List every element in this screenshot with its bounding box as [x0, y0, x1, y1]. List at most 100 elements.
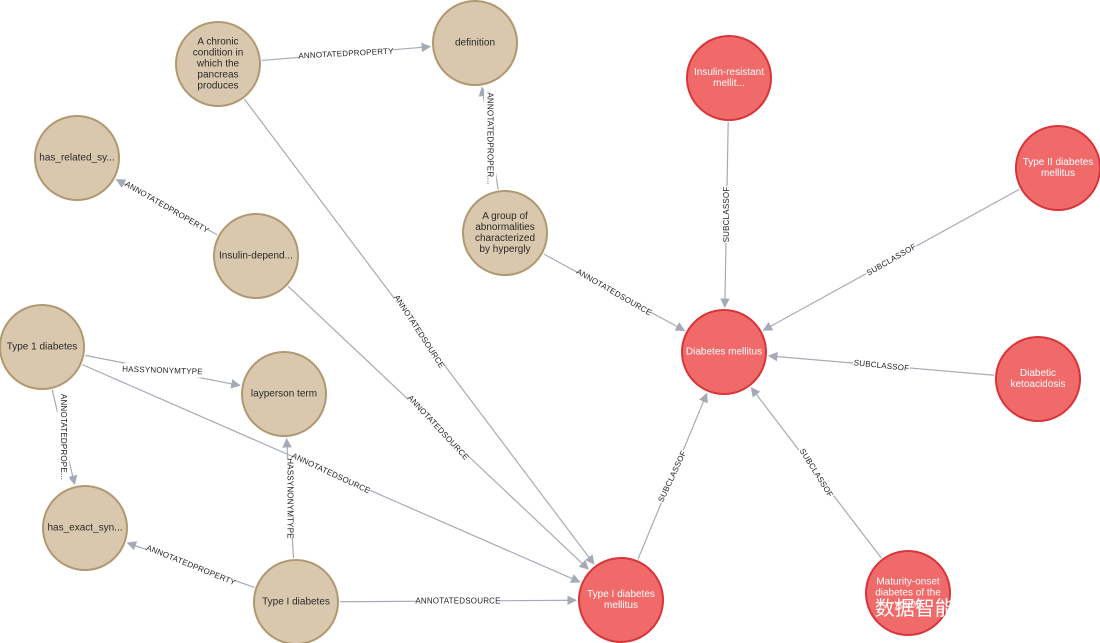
node-circle[interactable]	[462, 190, 548, 276]
node-circle[interactable]	[241, 351, 327, 437]
edge-label-background	[123, 363, 202, 378]
edge-e14[interactable]: SUBCLASSOF	[762, 188, 1020, 331]
edge-label: SUBCLASSOF	[798, 447, 835, 499]
edge-label: ANNOTATEDPROPE...	[59, 394, 68, 480]
edge-label-background	[720, 186, 733, 244]
node-label: by hypergly	[479, 244, 530, 255]
edges-layer: ANNOTATEDPROPERTY ANNOTATEDPROPER... ANNOT…	[51, 42, 1020, 608]
edge-label-group: ANNOTATEDSOURCE	[391, 293, 447, 370]
edge-label-group: ANNOTATEDSOURCE	[415, 595, 500, 608]
edge-label-group: SUBCLASSOF	[720, 186, 733, 244]
edge-e7[interactable]: ANNOTATEDPROPERTY	[126, 541, 255, 589]
edge-label-group: ANNOTATEDPROPERTY	[145, 542, 237, 589]
node-has-exact[interactable]: has_exact_syn...	[42, 485, 128, 571]
node-label: A chronic	[197, 37, 238, 48]
node-label: layperson term	[251, 389, 317, 400]
node-circle[interactable]	[42, 485, 128, 571]
node-label: has_related_sy...	[39, 153, 114, 164]
node-circle[interactable]	[432, 0, 518, 86]
node-circle[interactable]	[175, 21, 261, 107]
edge-e5[interactable]: ANNOTATEDPROPE...	[51, 389, 78, 486]
edge-label: ANNOTATEDPROPER...	[486, 92, 495, 184]
edge-e9[interactable]: ANNOTATEDSOURCE	[243, 98, 595, 565]
edge-label: HASSYNONYMTYPE	[122, 365, 203, 377]
edge-label-group: ANNOTATEDSOURCE	[290, 450, 372, 497]
edge-label: ANNOTATEDSOURCE	[575, 267, 653, 317]
edge-label-background	[391, 293, 447, 370]
node-diabetes-mellitus[interactable]: Diabetes mellitus	[681, 309, 767, 395]
edge-e17[interactable]: SUBCLASSOF	[750, 387, 882, 559]
edge-label-group: HASSYNONYMTYPE	[284, 458, 297, 539]
edge-label-background	[405, 393, 471, 462]
edge-label: ANNOTATEDPROPERTY	[145, 543, 237, 587]
node-label: Insulin-depend...	[219, 251, 293, 262]
node-typeI-diabetes[interactable]: Type I diabetes	[253, 559, 339, 643]
node-label: mellit...	[713, 78, 745, 89]
node-circle[interactable]	[0, 304, 85, 390]
node-insulin-dep[interactable]: Insulin-depend...	[213, 213, 299, 299]
node-layperson[interactable]: layperson term	[241, 351, 327, 437]
node-circle[interactable]	[995, 336, 1081, 422]
node-label: Type II diabetes	[1023, 157, 1094, 168]
node-label: mellitus	[1041, 168, 1075, 179]
node-circle[interactable]	[681, 309, 767, 395]
edge-label-background	[484, 89, 497, 188]
edge-e1[interactable]: ANNOTATEDPROPERTY	[261, 42, 432, 62]
edge-label-group: HASSYNONYMTYPE	[122, 363, 203, 378]
edge-e15[interactable]: SUBCLASSOF	[767, 351, 995, 376]
node-circle[interactable]	[1015, 125, 1100, 211]
node-has-related[interactable]: has_related_sy...	[34, 115, 120, 201]
node-label: characterized	[475, 233, 535, 244]
node-circle[interactable]	[253, 559, 339, 643]
node-label: young	[894, 599, 921, 610]
edge-label-background	[654, 448, 690, 505]
edge-label-group: SUBCLASSOF	[796, 445, 837, 501]
edge-label: SUBCLASSOF	[722, 187, 731, 243]
node-circle[interactable]	[686, 35, 772, 121]
node-circle[interactable]	[34, 115, 120, 201]
edge-label-group: ANNOTATEDPROPERTY	[123, 178, 211, 236]
edge-e4[interactable]: HASSYNONYMTYPE	[85, 354, 241, 389]
node-label: Type I diabetes	[262, 597, 330, 608]
node-label: Type I diabetes	[587, 589, 655, 600]
edge-e3[interactable]: ANNOTATEDPROPERTY	[115, 178, 218, 236]
edge-label-group: ANNOTATEDPROPE...	[57, 390, 70, 484]
edge-label: SUBCLASSOF	[656, 449, 688, 503]
node-circle[interactable]	[865, 550, 951, 636]
edge-label-background	[852, 356, 911, 375]
node-definition[interactable]: definition	[432, 0, 518, 86]
edge-label: HASSYNONYMTYPE	[286, 458, 295, 539]
node-label: pancreas	[197, 70, 238, 81]
edge-e2[interactable]: ANNOTATEDPROPER...	[478, 86, 499, 190]
node-label: Diabetic	[1020, 368, 1056, 379]
node-type1-diabetes[interactable]: Type 1 diabetes	[0, 304, 85, 390]
edge-label: ANNOTATEDPROPERTY	[123, 179, 211, 235]
node-label: Type 1 diabetes	[7, 342, 78, 353]
edge-e10[interactable]: ANNOTATEDSOURCE	[287, 285, 589, 570]
node-label: Maturity-onset	[876, 577, 940, 588]
edge-e6[interactable]: HASSYNONYMTYPE	[282, 437, 297, 559]
node-circle[interactable]	[213, 213, 299, 299]
edge-label-background	[284, 459, 297, 538]
edge-e12[interactable]: ANNOTATEDSOURCE	[543, 253, 686, 332]
node-insulin-res[interactable]: Insulin-resistantmellit...	[686, 35, 772, 121]
node-circle[interactable]	[578, 557, 664, 643]
edge-label-background	[416, 595, 500, 608]
edge-e16[interactable]: SUBCLASSOF	[637, 392, 708, 560]
edge-label-group: SUBCLASSOF	[852, 356, 911, 375]
edge-e13[interactable]: SUBCLASSOF	[720, 121, 733, 308]
edge-e8[interactable]: ANNOTATEDSOURCE	[339, 595, 577, 608]
edge-label-background	[575, 266, 653, 319]
edge-label-background	[145, 542, 237, 589]
edge-label-background	[796, 445, 837, 501]
edge-label: ANNOTATEDSOURCE	[392, 293, 446, 370]
edge-label-group: ANNOTATEDPROPER...	[484, 89, 497, 188]
